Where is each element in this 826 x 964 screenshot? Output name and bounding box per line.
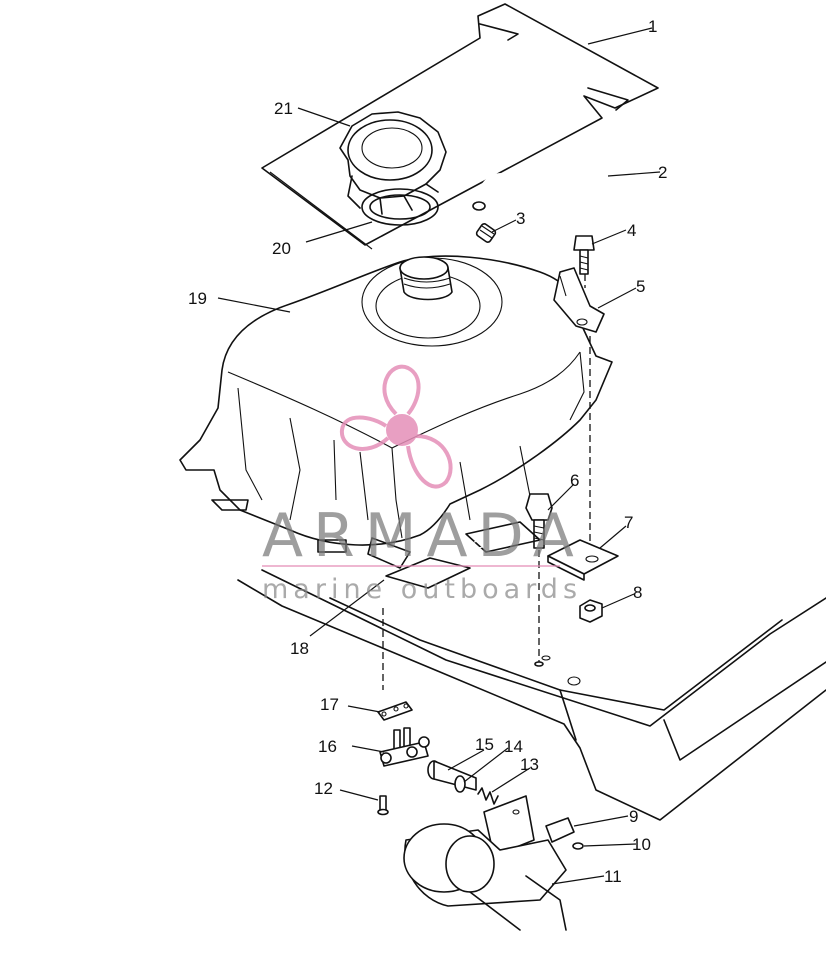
frame-rail [237, 569, 826, 821]
part-fuel-tank [179, 255, 613, 569]
callout-7: 7 [624, 513, 633, 532]
callout-labels: 1 2 3 4 5 6 7 8 9 10 11 12 13 14 15 16 1… [188, 17, 667, 886]
part-hose-lower [403, 823, 567, 931]
callout-17: 17 [320, 695, 339, 714]
callout-15: 15 [475, 735, 494, 754]
part-fuel-cap [339, 111, 447, 215]
part-valve-shaft [427, 760, 477, 793]
callout-11: 11 [604, 867, 622, 886]
callout-21: 21 [274, 99, 293, 118]
callout-6: 6 [570, 471, 579, 490]
watermark-title: ARMADA [262, 501, 584, 571]
callout-2: 2 [658, 163, 667, 182]
part-fitting [545, 817, 584, 850]
part-tank-bracket-upper [553, 267, 605, 333]
callout-20: 20 [272, 239, 291, 258]
part-tank-plate-lower [547, 539, 619, 581]
part-fuel-valve [379, 727, 430, 767]
callout-5: 5 [636, 277, 645, 296]
part-hose-clamp [475, 223, 497, 243]
part-nut [579, 599, 603, 623]
leader-lines [217, 27, 661, 885]
propeller-icon [339, 364, 453, 489]
callout-8: 8 [633, 583, 642, 602]
callout-3: 3 [516, 209, 525, 228]
callout-1: 1 [648, 17, 657, 36]
part-valve-plate [377, 701, 413, 721]
callout-4: 4 [627, 221, 636, 240]
callout-12: 12 [314, 779, 333, 798]
part-bolt-upper [573, 235, 595, 560]
callout-18: 18 [290, 639, 309, 658]
part-cap-gasket [361, 188, 439, 226]
watermark-subtitle: marine outboards [262, 574, 582, 605]
part-valve-spring [477, 787, 499, 805]
callout-16: 16 [318, 737, 337, 756]
callout-9: 9 [629, 807, 638, 826]
callout-10: 10 [632, 835, 651, 854]
part-vent-hose [472, 132, 612, 211]
callout-14: 14 [504, 737, 523, 756]
watermark: ARMADA marine outboards [262, 364, 584, 605]
part-screw [377, 795, 389, 816]
callout-13: 13 [520, 755, 539, 774]
callout-19: 19 [188, 289, 207, 308]
